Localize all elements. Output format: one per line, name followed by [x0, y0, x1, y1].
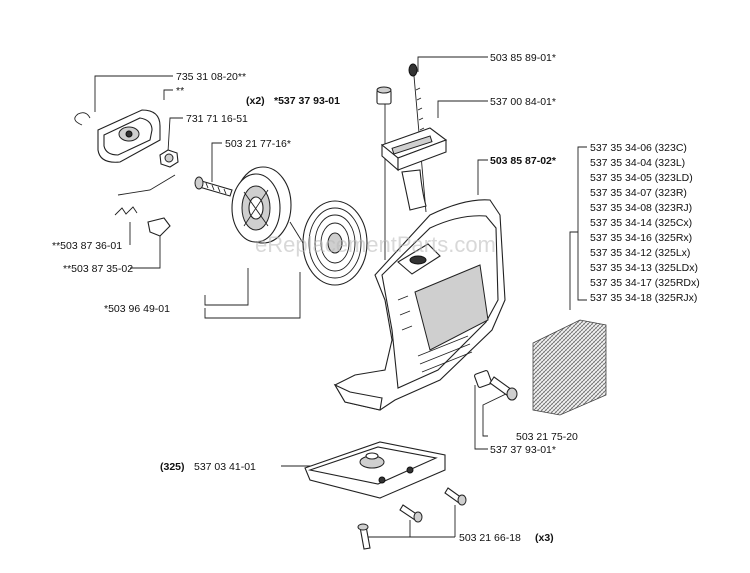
variant-7: 537 35 34-12 (325Lx)	[590, 247, 690, 259]
variant-2: 537 35 34-05 (323LD)	[590, 172, 693, 184]
label-537-03-41-01: 537 03 41-01	[194, 461, 256, 473]
screw-503-21-75-20	[489, 376, 518, 401]
variant-5: 537 35 34-14 (325Cx)	[590, 217, 692, 229]
variant-3: 537 35 34-07 (323R)	[590, 187, 687, 199]
label-503-21-66-18: 503 21 66-18	[459, 532, 521, 544]
label-503-96-49-01: *503 96 49-01	[104, 303, 170, 315]
label-537-37-93-01-bottom: 537 37 93-01*	[490, 444, 556, 456]
variant-10: 537 35 34-18 (325RJx)	[590, 292, 697, 304]
label-731-71-16-51: 731 71 16-51	[186, 113, 248, 125]
starter-pawl-plate	[97, 109, 161, 163]
label-503-85-87-02: 503 85 87-02*	[490, 155, 557, 167]
intake-filter	[532, 319, 607, 416]
screw-503-21-77-16	[194, 176, 233, 197]
label-x3-suffix: (x3)	[535, 532, 554, 544]
label-537-37-93-01-top: *537 37 93-01	[274, 95, 340, 107]
starter-pulley	[231, 166, 292, 244]
variant-9: 537 35 34-17 (325RDx)	[590, 277, 700, 289]
label-x2-prefix: (x2)	[246, 95, 265, 107]
screws-503-21-66-18	[357, 487, 467, 550]
label-503-21-77-16: 503 21 77-16*	[225, 138, 291, 150]
label-double-star: **	[176, 85, 184, 97]
label-735-31-08-20: 735 31 08-20**	[176, 71, 246, 83]
label-503-87-36-01: **503 87 36-01	[52, 240, 122, 252]
housing-variant-list: 537 35 34-06 (323C) 537 35 34-04 (323L) …	[590, 142, 700, 304]
flange-nut	[159, 149, 179, 168]
watermark: eReplacementParts.com	[255, 232, 496, 257]
starter-handle	[380, 63, 448, 213]
bushing-537-37-93-01	[376, 86, 392, 105]
label-503-85-89-01: 503 85 89-01*	[490, 52, 556, 64]
variant-1: 537 35 34-04 (323L)	[590, 157, 685, 169]
label-503-21-75-20: 503 21 75-20	[516, 431, 578, 443]
label-537-00-84-01: 537 00 84-01*	[490, 96, 556, 108]
label-325-prefix: (325)	[160, 461, 185, 473]
base-plate-537-03-41-01	[304, 441, 446, 499]
variant-8: 537 35 34-13 (325LDx)	[590, 262, 698, 274]
label-503-87-35-02: **503 87 35-02	[63, 263, 133, 275]
variant-4: 537 35 34-08 (323RJ)	[590, 202, 692, 214]
starter-housing	[333, 199, 506, 411]
variant-6: 537 35 34-16 (325Rx)	[590, 232, 692, 244]
bushing-537-37-93-01-lower	[474, 370, 492, 388]
pawl-spring-and-pawl	[114, 174, 176, 237]
variant-0: 537 35 34-06 (323C)	[590, 142, 687, 154]
recoil-spring	[289, 200, 368, 286]
retaining-clip	[74, 112, 91, 126]
